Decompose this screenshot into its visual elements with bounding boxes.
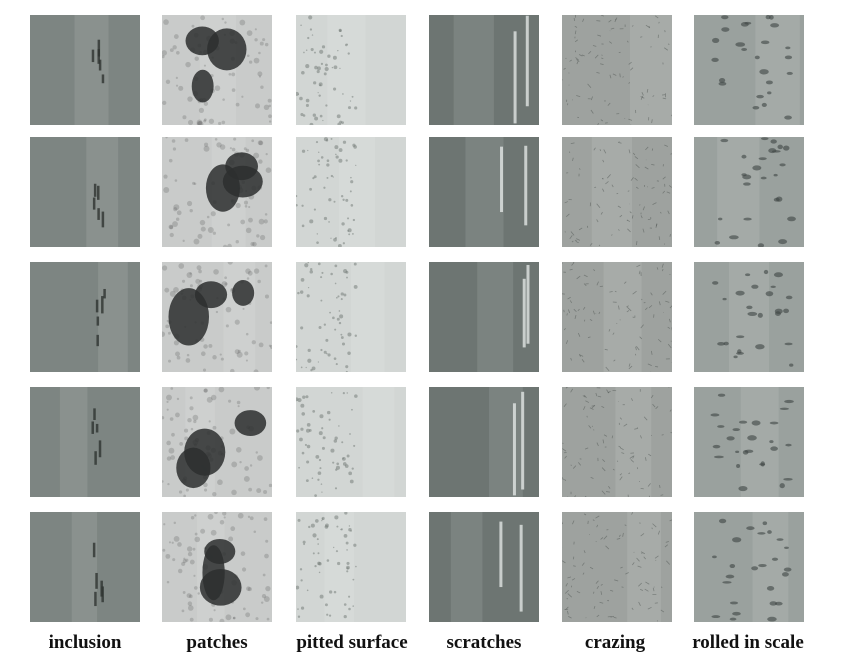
image-tile-inclusion-4: [30, 387, 140, 497]
image-tile-inclusion-2: [30, 137, 140, 247]
image-tile-scratches-3: [429, 262, 539, 372]
label-pitted-surface: pitted surface: [296, 632, 408, 653]
image-tile-pitted-surface-4: [296, 387, 406, 497]
image-tile-rolled-in-scale-3: [694, 262, 804, 372]
image-tile-patches-2: [162, 137, 272, 247]
image-tile-crazing-4: [562, 387, 672, 497]
label-crazing: crazing: [584, 632, 646, 653]
image-tile-patches-3: [162, 262, 272, 372]
image-tile-crazing-1: [562, 15, 672, 125]
image-tile-rolled-in-scale-2: [694, 137, 804, 247]
label-inclusion: inclusion: [48, 632, 122, 653]
image-tile-patches-4: [162, 387, 272, 497]
image-tile-rolled-in-scale-1: [694, 15, 804, 125]
image-tile-scratches-2: [429, 137, 539, 247]
image-tile-pitted-surface-1: [296, 15, 406, 125]
image-tile-patches-5: [162, 512, 272, 622]
image-tile-pitted-surface-5: [296, 512, 406, 622]
image-tile-crazing-3: [562, 262, 672, 372]
image-tile-scratches-1: [429, 15, 539, 125]
label-rolled-in-scale: rolled in scale: [692, 632, 804, 653]
image-tile-pitted-surface-3: [296, 262, 406, 372]
label-patches: patches: [186, 632, 248, 653]
image-tile-patches-1: [162, 15, 272, 125]
label-scratches: scratches: [446, 632, 522, 653]
image-tile-rolled-in-scale-5: [694, 512, 804, 622]
image-tile-crazing-2: [562, 137, 672, 247]
image-tile-pitted-surface-2: [296, 137, 406, 247]
image-tile-inclusion-5: [30, 512, 140, 622]
image-tile-crazing-5: [562, 512, 672, 622]
image-tile-rolled-in-scale-4: [694, 387, 804, 497]
image-tile-inclusion-1: [30, 15, 140, 125]
image-tile-scratches-5: [429, 512, 539, 622]
image-tile-inclusion-3: [30, 262, 140, 372]
image-tile-scratches-4: [429, 387, 539, 497]
